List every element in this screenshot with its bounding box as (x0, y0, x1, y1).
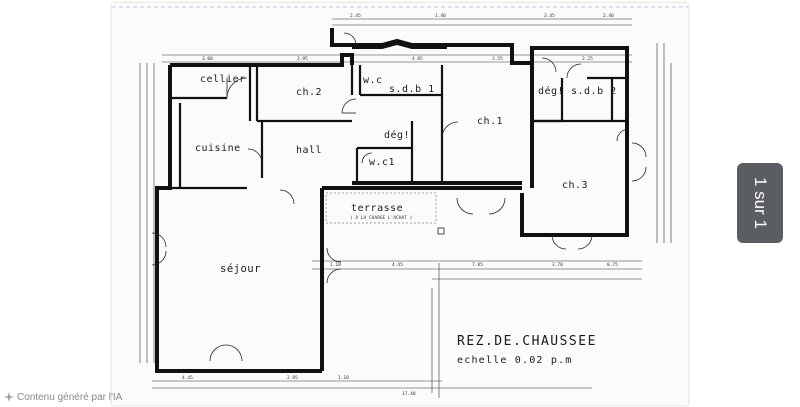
svg-text:2.95: 2.95 (287, 375, 298, 381)
room-sdb1: s.d.b 1 (389, 84, 435, 95)
svg-text:17.40: 17.40 (402, 391, 416, 397)
plan-scale: echelle 0.02 p.m (457, 355, 573, 366)
svg-text:4.45: 4.45 (182, 375, 193, 381)
room-cuisine: cuisine (195, 143, 241, 154)
room-hall: hall (296, 145, 322, 156)
plan-sheet: cellier ch.2 w.c s.d.b 1 ch.1 dég! s.d.b… (112, 3, 688, 405)
svg-text:4.45: 4.45 (392, 262, 403, 268)
room-ch1: ch.1 (477, 116, 503, 127)
interior-walls (170, 65, 627, 190)
page-counter-label: 1 sur 1 (751, 177, 771, 229)
room-cellier: cellier (200, 74, 246, 85)
room-terrasse: terrasse (351, 203, 403, 214)
room-sdb2: s.d.b 2 (571, 86, 617, 97)
door-swings (151, 32, 647, 362)
svg-text:3.00: 3.00 (202, 56, 213, 62)
svg-text:3.70: 3.70 (552, 262, 563, 268)
svg-text:0.75: 0.75 (607, 262, 618, 268)
plan-title: REZ.DE.CHAUSSEE (457, 334, 597, 349)
terrasse-post (437, 227, 445, 235)
room-ch2: ch.2 (296, 87, 322, 98)
dimension-lines (139, 18, 672, 398)
svg-text:3.55: 3.55 (492, 56, 503, 62)
sparkle-icon (4, 392, 14, 402)
svg-text:2.25: 2.25 (582, 56, 593, 62)
svg-text:2.45: 2.45 (350, 13, 361, 19)
room-wc-top: w.c (363, 75, 383, 86)
svg-text:1.10: 1.10 (338, 375, 349, 381)
svg-text:1.40: 1.40 (435, 13, 446, 19)
svg-text:3.45: 3.45 (544, 13, 555, 19)
room-ch3: ch.3 (562, 180, 588, 191)
dimension-labels: 2.45 1.40 3.45 2.40 3.00 2.95 4.05 3.55 … (182, 13, 618, 397)
page-counter-badge: 1 sur 1 (737, 163, 783, 243)
svg-text:1.10: 1.10 (330, 262, 341, 268)
room-wc-lower: w.c1 (369, 157, 395, 168)
svg-text:4.05: 4.05 (412, 56, 423, 62)
svg-text:2.40: 2.40 (603, 13, 614, 19)
svg-text:2.95: 2.95 (297, 56, 308, 62)
floor-plan-drawing: cellier ch.2 w.c s.d.b 1 ch.1 dég! s.d.b… (112, 6, 688, 398)
ai-notice-label: Contenu généré par l'IA (17, 391, 123, 403)
terrasse-outline (325, 192, 437, 224)
room-sejour: séjour (220, 263, 261, 275)
room-deg-center: dég! (384, 129, 410, 141)
room-deg-right: dég! (538, 85, 564, 97)
ai-generated-notice: Contenu généré par l'IA (4, 390, 122, 404)
terrasse-note: ( A LA CHARGE L'ACHAT ) (350, 215, 412, 221)
svg-text:7.85: 7.85 (472, 262, 483, 268)
exterior-walls (155, 28, 629, 373)
